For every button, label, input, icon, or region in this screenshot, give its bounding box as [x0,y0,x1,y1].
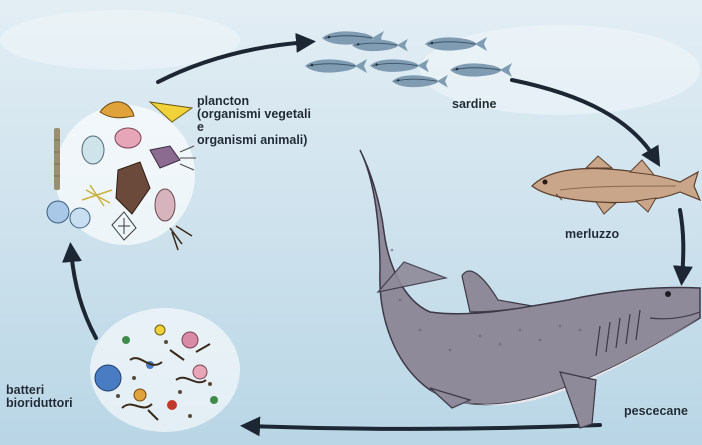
cod-label: merluzzo [565,228,619,241]
sardines-label: sardine [452,98,496,111]
plankton-label: plancton (organismi vegetali e organismi… [197,95,311,147]
shark-label: pescecane [624,405,688,418]
bacteria-label: batteri bioriduttori [6,384,73,410]
bacteria-cluster-icon [90,308,240,432]
